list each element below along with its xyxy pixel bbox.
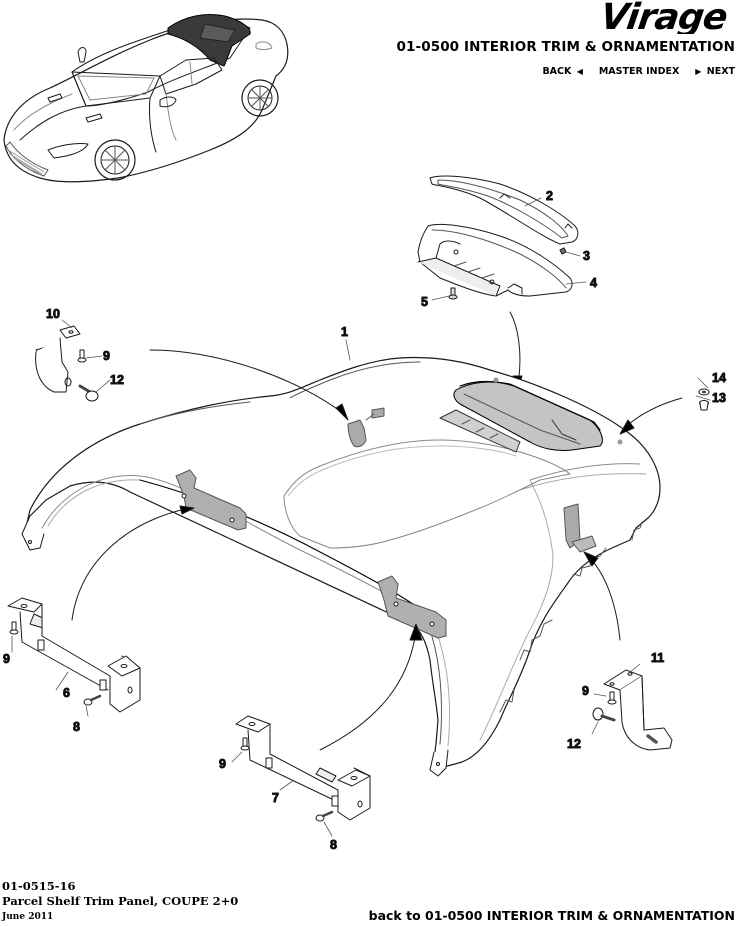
leader-arc-7 — [319, 629, 417, 751]
part-5-screw — [448, 287, 458, 300]
callout-9-bracket-6: 9 — [3, 652, 10, 666]
callout-3: 3 — [583, 249, 590, 263]
callout-5: 5 — [421, 295, 428, 309]
part-6-bracket — [7, 597, 141, 713]
leader-arc-6 — [71, 507, 191, 621]
arrow-head — [619, 419, 635, 435]
installed-bracket-7 — [377, 575, 447, 639]
next-label: NEXT — [706, 66, 735, 77]
back-to-section-link[interactable]: back to 01-0500 INTERIOR TRIM & ORNAMENT… — [368, 908, 735, 923]
callout-2: 2 — [546, 189, 553, 203]
callout-6: 6 — [63, 686, 70, 700]
callout-9-bracket-10: 9 — [103, 349, 110, 363]
leader-arrow — [509, 311, 521, 385]
back-link[interactable]: BACK ◀ — [542, 66, 584, 77]
callout-9-bracket-7: 9 — [219, 757, 226, 771]
callout-12-bracket-10: 12 — [110, 373, 124, 387]
leader-arc-13 — [623, 397, 683, 429]
part-11-bracket — [592, 669, 673, 751]
triangle-left-icon: ◀ — [576, 67, 583, 76]
part-14-washer — [698, 388, 710, 396]
callout-4: 4 — [590, 276, 597, 290]
part-1-parcel-shelf-panel — [21, 356, 661, 777]
callout-8-bracket-6: 8 — [73, 720, 80, 734]
callout-9-bracket-11: 9 — [582, 684, 589, 698]
part-title: Parcel Shelf Trim Panel, COUPE 2+0 — [2, 894, 239, 908]
arrow-head — [583, 551, 599, 567]
part-4-shelf-housing — [417, 223, 573, 297]
leader-arc-10 — [149, 349, 345, 415]
callout-13: 13 — [712, 391, 726, 405]
part-13-grommet — [699, 400, 709, 411]
triangle-right-icon: ▶ — [695, 67, 702, 76]
virage-logo: Virage — [598, 0, 730, 34]
part-2-trim-frame — [429, 175, 579, 245]
arrow-head — [335, 403, 349, 421]
installed-bracket-10 — [347, 407, 385, 448]
part-10-bracket — [35, 325, 99, 402]
part-7-bracket — [235, 715, 371, 822]
arrow-head — [409, 623, 423, 641]
callout-12-bracket-11: 12 — [567, 737, 581, 751]
back-label: BACK — [542, 66, 572, 77]
master-index-link[interactable]: MASTER INDEX — [598, 66, 680, 77]
section-title: 01-0500 INTERIOR TRIM & ORNAMENTATION — [396, 39, 735, 55]
installed-bracket-6 — [175, 469, 247, 531]
part-code: 01-0515-16 — [2, 879, 76, 893]
brand-wordmark: Virage — [598, 0, 730, 34]
navigation-bar: BACK ◀ MASTER INDEX ▶ NEXT — [542, 66, 735, 77]
part-3-clip — [559, 247, 567, 255]
publication-date: June 2011 — [2, 912, 54, 922]
car-overview-illustration — [3, 14, 289, 183]
callout-leaders — [11, 197, 711, 837]
callout-1: 1 — [341, 325, 348, 339]
arrow-head — [179, 505, 195, 515]
next-link[interactable]: ▶ NEXT — [693, 66, 735, 77]
installed-bracket-11 — [563, 503, 597, 553]
callout-8-bracket-7: 8 — [330, 838, 337, 852]
callout-11: 11 — [651, 651, 664, 665]
leader-arc-11 — [587, 555, 621, 641]
installed-shelf-housing — [439, 377, 623, 453]
callout-14: 14 — [712, 371, 726, 385]
callout-10: 10 — [46, 307, 60, 321]
callout-7: 7 — [272, 791, 279, 805]
